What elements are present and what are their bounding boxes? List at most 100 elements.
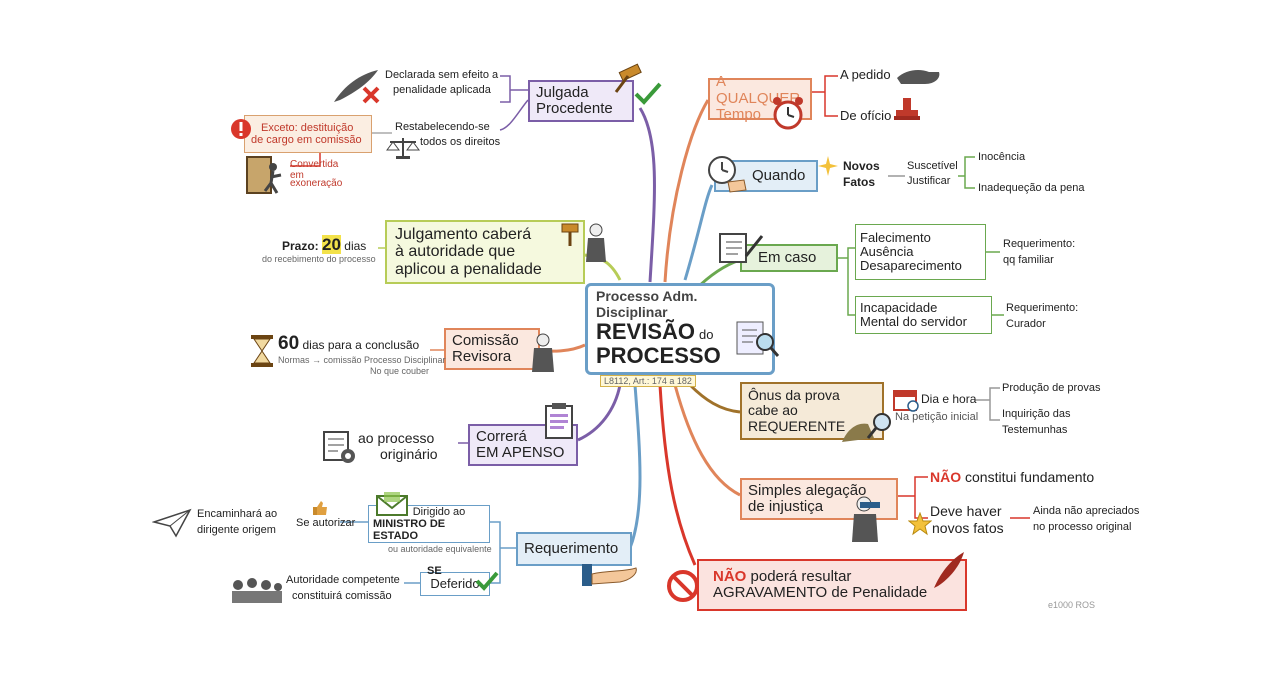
nao-constitui: NÃO constitui fundamento <box>930 469 1094 485</box>
apenso-text-2: originário <box>380 446 438 462</box>
center-title-2: PROCESSO <box>596 343 721 369</box>
center-title-1: REVISÃO <box>596 319 696 345</box>
quando-label: Quando <box>752 166 806 184</box>
autoridade-line-2: constituirá comissão <box>292 590 392 602</box>
se-autorizar: Se autorizar <box>296 517 356 529</box>
detective-magnifier-icon <box>842 413 891 442</box>
exclamation-icon <box>231 119 251 139</box>
deferido-se: SE <box>427 565 442 577</box>
comissao-label-1: Comissão <box>452 331 519 349</box>
autoridade-line-1: Autoridade competente <box>286 574 400 586</box>
encaminhara-line-1: Encaminhará ao <box>197 508 278 520</box>
clock-hand-icon <box>708 156 747 193</box>
dirigido-line-2: MINISTRO DE ESTADO <box>373 517 446 543</box>
checklist-pen-icon <box>719 233 764 263</box>
deve-haver: Deve haver <box>930 503 1002 519</box>
excecao-node: Exceto: destituição de cargo em comissão <box>244 115 372 153</box>
inquiricao-1: Inquirição das <box>1002 408 1071 420</box>
alarm-clock-icon <box>773 97 803 130</box>
alegacao-line-1: Simples alegação <box>748 481 867 499</box>
qualquer-label-2: Tempo <box>716 106 762 124</box>
julgamento-line-2: à autoridade que <box>395 243 516 261</box>
door-exit-icon <box>246 156 282 194</box>
agravamento-node: NÃO poderá resultar AGRAVAMENTO de Penal… <box>697 559 967 611</box>
falecimento: Falecimento <box>860 229 931 245</box>
inquiricao-2: Testemunhas <box>1002 424 1068 436</box>
judge-gavel-icon <box>561 223 606 262</box>
paper-plane-icon <box>152 508 192 538</box>
incapacidade: Incapacidade <box>860 299 938 315</box>
feather-x-icon <box>334 70 380 104</box>
prazo-number: 20 <box>322 235 341 254</box>
em-caso-node: Em caso <box>740 244 838 272</box>
nao-label: NÃO <box>930 469 962 485</box>
dirigido-line-1: Dirigido ao <box>412 505 466 518</box>
onus-line-1: Ônus da prova <box>748 386 840 403</box>
falecimento-node: Falecimento Ausência Desaparecimento <box>855 224 986 280</box>
simples-alegacao-node: Simples alegação de injustiça <box>740 478 898 520</box>
ausencia: Ausência <box>860 243 914 259</box>
thinking-man-icon <box>852 496 880 542</box>
requerimento-node: Requerimento <box>516 532 632 566</box>
prazo-unit: dias <box>344 239 367 253</box>
julgamento-node: Julgamento caberá à autoridade que aplic… <box>385 220 585 284</box>
stamp-icon <box>894 98 920 120</box>
hand-request-icon <box>897 70 940 84</box>
excecao-line-1: Exceto: destituição <box>261 121 354 134</box>
thumbs-up-icon <box>313 501 327 515</box>
calendar-icon <box>893 390 919 412</box>
julgada-restabelecendo-2: todos os direitos <box>420 136 501 148</box>
hourglass-icon <box>251 335 273 367</box>
star-icon <box>908 512 932 536</box>
onus-line-2: cabe ao <box>748 402 798 419</box>
comissao-text: dias para a conclusão <box>302 338 420 352</box>
prazo-subtext: do recebimento do processo <box>262 254 376 264</box>
julgamento-line-1: Julgamento caberá <box>395 225 532 243</box>
alegacao-line-2: de injustiça <box>748 498 824 515</box>
convertida-line-2: em <box>290 170 304 181</box>
req-familiar-2: qq familiar <box>1003 254 1054 266</box>
inadequacao: Inadequeção da pena <box>978 182 1085 194</box>
comissao-no-que-couber: No que couber <box>370 366 430 376</box>
julgada-label-1: Julgada <box>536 83 589 101</box>
comissao-prazo: 60 dias para a conclusão <box>278 333 419 355</box>
apenso-label-2: EM APENSO <box>476 444 565 461</box>
deferido-node: SE Deferido <box>420 565 490 596</box>
scales-icon <box>386 138 420 159</box>
ainda-nao-1: Ainda não apreciados <box>1033 505 1140 517</box>
apenso-text-1: ao processo <box>358 430 435 446</box>
incapacidade-node: Incapacidade Mental do servidor <box>855 296 992 334</box>
investigator-icon <box>532 333 554 372</box>
prazo-label: Prazo: <box>282 239 319 253</box>
magnifier-document-icon <box>736 321 780 357</box>
dia-hora: Dia e hora <box>921 392 977 406</box>
group-people-icon <box>232 578 282 603</box>
julgada-label-2: Procedente <box>536 100 613 117</box>
gavel-check-icon <box>614 63 662 105</box>
req-curador-1: Requerimento: <box>1006 302 1079 314</box>
producao-provas: Produção de provas <box>1002 382 1101 394</box>
signature: e1000 ROS <box>1048 600 1096 610</box>
req-curador-2: Curador <box>1006 318 1046 330</box>
hand-document-icon <box>582 564 637 586</box>
convertida-line-3: exoneração <box>290 178 343 189</box>
julgamento-line-3: aplicou a penalidade <box>395 260 542 278</box>
mental-servidor: Mental do servidor <box>860 314 967 329</box>
prohibited-icon <box>667 570 699 602</box>
agrav-line-1: poderá resultar <box>750 567 852 585</box>
comissao-label-2: Revisora <box>452 348 512 365</box>
envelope-icon <box>376 492 408 516</box>
novos-fatos-1: Novos <box>843 159 880 173</box>
julgada-restabelecendo-1: Restabelecendo-se <box>395 121 490 133</box>
em-caso-label: Em caso <box>758 248 817 266</box>
apenso-label-1: Correrá <box>476 427 527 445</box>
center-subtitle: Processo Adm. Disciplinar <box>596 288 698 320</box>
requerimento-label: Requerimento <box>524 539 619 557</box>
a-pedido: A pedido <box>840 67 891 82</box>
deferido-check-icon <box>475 571 499 591</box>
suscetivel: Suscetível <box>907 160 958 172</box>
peticao-inicial: Na petição inicial <box>895 411 979 423</box>
comissao-revisora-node: Comissão Revisora <box>444 328 540 370</box>
justificar: Justificar <box>907 175 951 187</box>
comissao-normas: Normas → comissão Processo Disciplinar <box>278 355 446 365</box>
